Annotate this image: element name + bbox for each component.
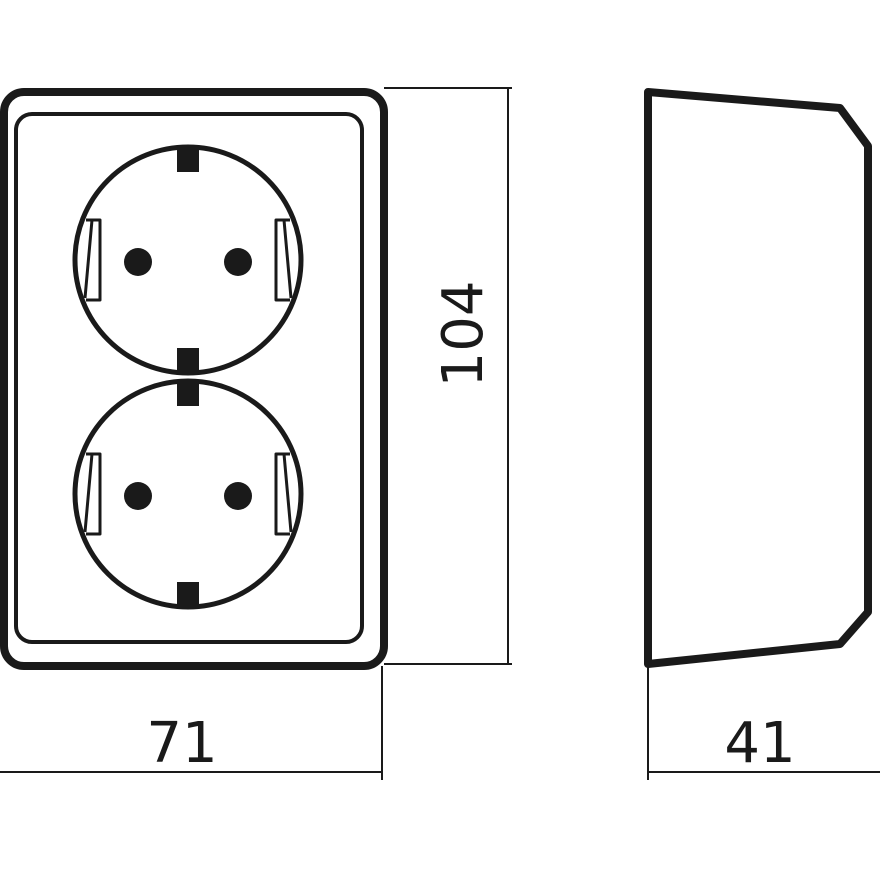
outer-frame	[0, 88, 388, 670]
socket-bottom-pin-hole-right	[224, 482, 252, 510]
front-view	[0, 88, 388, 670]
socket-top-rim	[83, 218, 293, 302]
socket-top-earth-clip-lower	[177, 348, 199, 372]
depth-label: 41	[724, 711, 795, 776]
socket-top-pin-hole-right	[224, 248, 252, 276]
side-profile	[644, 88, 872, 668]
socket-bottom-pin-hole-left	[124, 482, 152, 510]
side-view	[644, 88, 872, 668]
socket-bottom-ring	[72, 378, 304, 610]
inner-plate	[14, 112, 364, 644]
socket-bottom	[72, 378, 304, 610]
socket-top-earth-clip-upper	[177, 146, 199, 172]
dimension-lines	[0, 87, 880, 780]
socket-top-ring	[72, 144, 304, 376]
height-label: 104	[431, 281, 496, 388]
socket-top	[72, 144, 304, 376]
socket-top-pin-hole-left	[124, 248, 152, 276]
socket-bottom-earth-clip-lower	[177, 582, 199, 606]
width-label: 71	[146, 711, 217, 776]
socket-bottom-earth-clip-upper	[177, 380, 199, 406]
socket-bottom-rim	[83, 452, 293, 536]
